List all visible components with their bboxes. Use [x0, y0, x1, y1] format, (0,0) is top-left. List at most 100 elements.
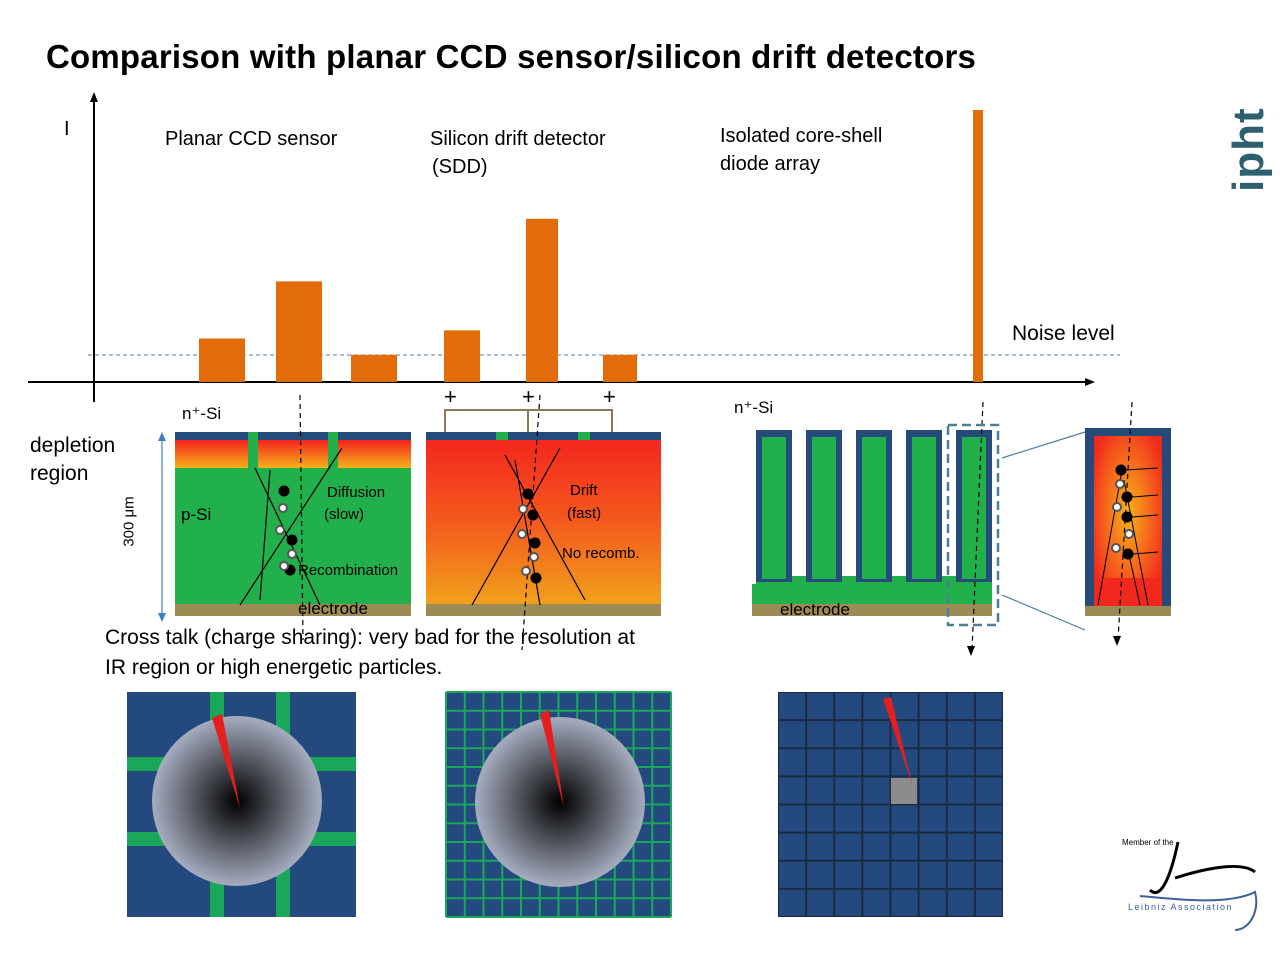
pixel [807, 777, 834, 804]
noise-level-label: Noise level [1012, 322, 1115, 345]
pixel [919, 693, 946, 720]
charge-path [471, 447, 561, 606]
pixel [947, 861, 974, 888]
recombination-label: Recombination [298, 562, 399, 579]
charge-path [239, 447, 343, 606]
pixel [891, 693, 918, 720]
ccd-depletion-layer [175, 440, 411, 468]
hole [279, 561, 289, 571]
pixel [835, 721, 862, 748]
hole [521, 566, 531, 576]
zoom-line [1001, 431, 1086, 459]
pixel [891, 861, 918, 888]
sdd-cross-section [426, 394, 661, 651]
bar [199, 338, 245, 382]
ccd-cross-section [158, 394, 411, 641]
pixel [975, 777, 1002, 804]
sdd-electrode [426, 604, 661, 616]
pixel [891, 833, 918, 860]
pixel [919, 805, 946, 832]
pixel [807, 833, 834, 860]
bar [526, 218, 558, 382]
pixel [919, 721, 946, 748]
ccd-gate-gap [328, 432, 338, 468]
bar [603, 354, 637, 382]
pixel [947, 693, 974, 720]
header-core-line2: diode array [720, 153, 821, 175]
ccd-electrode [175, 604, 411, 616]
hole [1111, 543, 1121, 553]
electron [1121, 491, 1133, 503]
pixel [863, 777, 890, 804]
bar [973, 110, 983, 382]
pixel [779, 693, 806, 720]
leibniz-member-text: Member of the [1122, 838, 1174, 847]
pixel [891, 805, 918, 832]
hole [529, 552, 539, 562]
electron [1115, 464, 1127, 476]
pixel [863, 861, 890, 888]
pixel [863, 749, 890, 776]
header-core-line1: Isolated core-shell [720, 125, 883, 147]
diffusion-label-line1: Diffusion [327, 484, 386, 501]
bar [444, 330, 480, 382]
plus-sign: + [522, 384, 535, 409]
pillar-core [862, 437, 886, 579]
charge-path [259, 469, 271, 601]
pixel [975, 833, 1002, 860]
y-axis-arrow [90, 92, 98, 102]
hole [518, 504, 528, 514]
electron [529, 537, 541, 549]
pillar-core [762, 437, 786, 579]
pixel [779, 805, 806, 832]
electron [286, 534, 298, 546]
electron [527, 509, 539, 521]
core-pixel-image [778, 692, 1003, 917]
pixel [807, 889, 834, 916]
sdd-pixel-image [445, 691, 672, 918]
charge-path [254, 467, 321, 606]
pixel [975, 749, 1002, 776]
depletion-label-line1: depletion [30, 434, 116, 457]
pixel [891, 889, 918, 916]
slide-title: Comparison with planar CCD sensor/silico… [46, 38, 977, 75]
plus-sign: + [444, 384, 457, 409]
pixel [975, 805, 1002, 832]
pixel [863, 805, 890, 832]
pillar-core [812, 437, 836, 579]
bar [276, 281, 322, 382]
pixel [947, 749, 974, 776]
x-axis-arrow [1085, 378, 1095, 386]
pixel [863, 889, 890, 916]
pixel [919, 749, 946, 776]
ccd-pixel-image [127, 692, 356, 917]
diffusion-label-line2: (slow) [324, 506, 364, 523]
pixel [863, 693, 890, 720]
pixel [947, 833, 974, 860]
pixel [835, 833, 862, 860]
electrode-label-right: electrode [780, 600, 850, 619]
pixel [919, 889, 946, 916]
pixel [835, 693, 862, 720]
sdd-top-contact [426, 432, 661, 440]
hole [278, 503, 288, 513]
electron [1122, 548, 1134, 560]
pixel [975, 721, 1002, 748]
ccd-top-contact [175, 432, 411, 440]
pixel [975, 861, 1002, 888]
hole [275, 525, 285, 535]
electron [1121, 511, 1133, 523]
hole [287, 549, 297, 559]
electron [530, 572, 542, 584]
crosstalk-line1: Cross talk (charge sharing): very bad fo… [105, 626, 635, 649]
plus-sign: + [603, 384, 616, 409]
particle-track-icon [212, 714, 240, 808]
pixel [835, 861, 862, 888]
pixel [807, 721, 834, 748]
pixel [779, 721, 806, 748]
electron [278, 485, 290, 497]
hole [517, 529, 527, 539]
particle-track [521, 394, 541, 651]
pixel [835, 805, 862, 832]
